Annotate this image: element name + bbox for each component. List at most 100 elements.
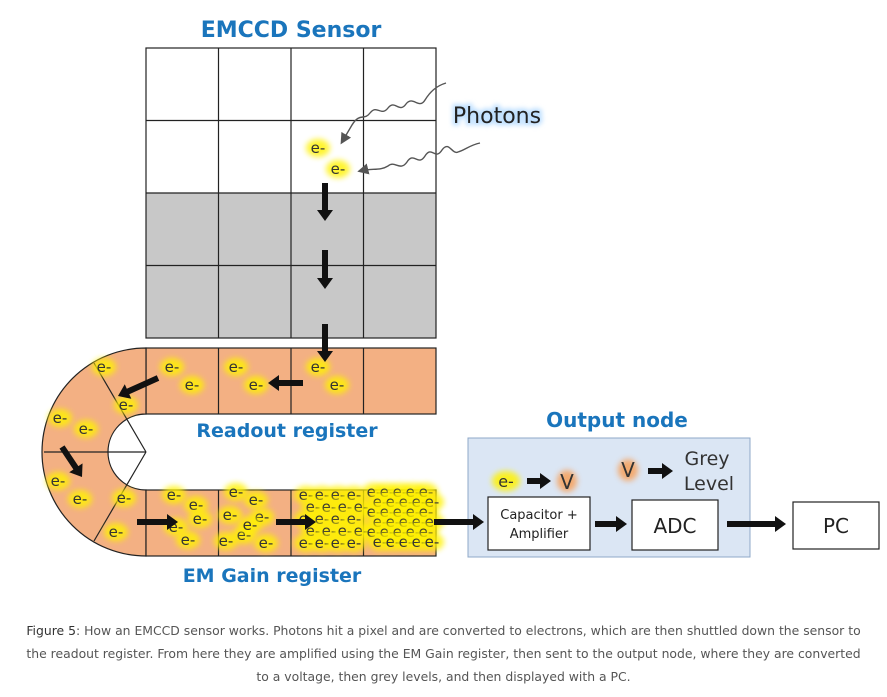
- svg-text:e-: e-: [219, 532, 234, 550]
- electron-readout-3: e-: [160, 358, 184, 376]
- electron-gain-c-1: e-: [224, 483, 248, 501]
- electron-gain-c-8: e-: [238, 516, 262, 534]
- svg-text:e-: e-: [51, 472, 66, 490]
- electron-readout-6: e-: [244, 376, 268, 394]
- svg-text:Level: Level: [684, 473, 734, 495]
- arrow-to-output: [434, 514, 484, 530]
- electron-gain-b-1: e-: [162, 486, 186, 504]
- svg-text:e-: e-: [330, 376, 345, 394]
- electron-gain-b-4: e-: [188, 510, 212, 528]
- svg-text:e-: e-: [331, 534, 346, 552]
- svg-text:e-: e-: [97, 358, 112, 376]
- arrow-electron-to-v: [527, 473, 551, 489]
- svg-text:e-: e-: [53, 409, 68, 427]
- electron-gain-d-20: e-: [342, 534, 366, 552]
- arrow-bend-down: [59, 445, 83, 477]
- capacitor-amplifier-box: [487, 496, 591, 551]
- figure-caption: Figure 5: How an EMCCD sensor works. Pho…: [20, 619, 867, 688]
- svg-text:e-: e-: [315, 534, 330, 552]
- electron-bend-1: e-: [48, 409, 72, 427]
- adc-box: [631, 499, 719, 551]
- electron-readout-1: e-: [92, 358, 116, 376]
- svg-text:e-: e-: [181, 531, 196, 549]
- voltage-to-grey: V Grey Level: [618, 448, 734, 495]
- electron-readout-2: e-: [114, 396, 138, 414]
- electron-gain-b-2: e-: [184, 496, 208, 514]
- svg-text:e-: e-: [165, 358, 180, 376]
- svg-text:e-: e-: [117, 489, 132, 507]
- output-node-title: Output node: [546, 408, 688, 432]
- arrow-readout-to-bend: [118, 375, 160, 399]
- svg-text:e-: e-: [498, 472, 514, 491]
- svg-text:e-: e-: [249, 491, 264, 509]
- electron-gain-a-2: e-: [104, 523, 128, 541]
- figure-label: Figure 5: [26, 623, 76, 638]
- electron-gain-a-1: e-: [112, 489, 136, 507]
- svg-text:V: V: [560, 470, 574, 494]
- electron-to-voltage: e- V: [492, 470, 577, 494]
- svg-text:e-: e-: [229, 358, 244, 376]
- electron-readout-7: e-: [306, 358, 330, 376]
- svg-text:e-: e-: [347, 534, 362, 552]
- electron-readout-4: e-: [180, 376, 204, 394]
- electron-readout-5: e-: [224, 358, 248, 376]
- electron-sensor-1: e-: [306, 139, 330, 157]
- svg-text:e-: e-: [109, 523, 124, 541]
- arrow-amp-to-adc: [595, 516, 627, 532]
- photon-wave-2: [357, 142, 481, 175]
- svg-text:e-: e-: [73, 490, 88, 508]
- caption-text: : How an EMCCD sensor works. Photons hit…: [26, 623, 861, 684]
- capacitor-label: Capacitor +: [500, 508, 577, 523]
- svg-text:e-: e-: [189, 496, 204, 514]
- svg-text:e-: e-: [119, 396, 134, 414]
- arrow-down-3: [317, 324, 333, 362]
- electron-gain-c-3: e-: [218, 506, 242, 524]
- svg-text:e-: e-: [229, 483, 244, 501]
- photon-wave-1: [340, 82, 447, 145]
- svg-text:V: V: [621, 458, 635, 482]
- arrow-gain-2: [276, 514, 316, 530]
- svg-text:e-: e-: [311, 358, 326, 376]
- register-bend: [41, 347, 147, 557]
- amplifier-label: Amplifier: [510, 527, 569, 542]
- adc-label: ADC: [653, 514, 696, 538]
- electron-gain-c-7: e-: [214, 532, 238, 550]
- electron-gain-b-5: e-: [176, 531, 200, 549]
- readout-register-title: Readout register: [196, 420, 378, 442]
- svg-text:Photons: Photons: [453, 104, 541, 129]
- sensor-title: EMCCD Sensor: [201, 18, 382, 43]
- svg-text:e-: e-: [167, 486, 182, 504]
- arrow-adc-to-pc: [727, 516, 786, 532]
- arrow-gain-1: [137, 514, 178, 530]
- svg-text:e-: e-: [79, 420, 94, 438]
- svg-text:e-: e-: [243, 516, 258, 534]
- arrow-v-to-grey: [648, 463, 673, 479]
- arrow-down-2: [317, 250, 333, 289]
- electron-readout-8: e-: [325, 376, 349, 394]
- svg-text:e-: e-: [311, 139, 326, 157]
- svg-text:e-: e-: [299, 534, 314, 552]
- electron-gain-e-30: e-: [420, 533, 444, 551]
- arrow-readout-left: [268, 375, 303, 391]
- pc-label: PC: [823, 514, 849, 538]
- pc-box: [792, 501, 880, 550]
- arrow-down-1: [317, 183, 333, 221]
- svg-text:e-: e-: [331, 160, 346, 178]
- flow-arrows: [59, 183, 786, 532]
- gain-register-title: EM Gain register: [183, 565, 362, 587]
- svg-text:e-: e-: [425, 533, 440, 551]
- electron-gain-c-6: e-: [254, 534, 278, 552]
- electron-bend-4: e-: [68, 490, 92, 508]
- svg-text:e-: e-: [249, 376, 264, 394]
- electron-bend-2: e-: [74, 420, 98, 438]
- svg-text:Photons: Photons: [453, 104, 541, 129]
- electron-sensor-2: e-: [326, 160, 350, 178]
- svg-text:e-: e-: [193, 510, 208, 528]
- svg-text:e-: e-: [185, 376, 200, 394]
- svg-text:e-: e-: [223, 506, 238, 524]
- electron-markers: e-e-e-e-e-e-e-e-e-e-e-e-e-e-e-e-e-e-e-e-…: [46, 139, 444, 552]
- electron-gain-c-2: e-: [244, 491, 268, 509]
- electron-bend-3: e-: [46, 472, 70, 490]
- sensor-grid: [145, 47, 437, 339]
